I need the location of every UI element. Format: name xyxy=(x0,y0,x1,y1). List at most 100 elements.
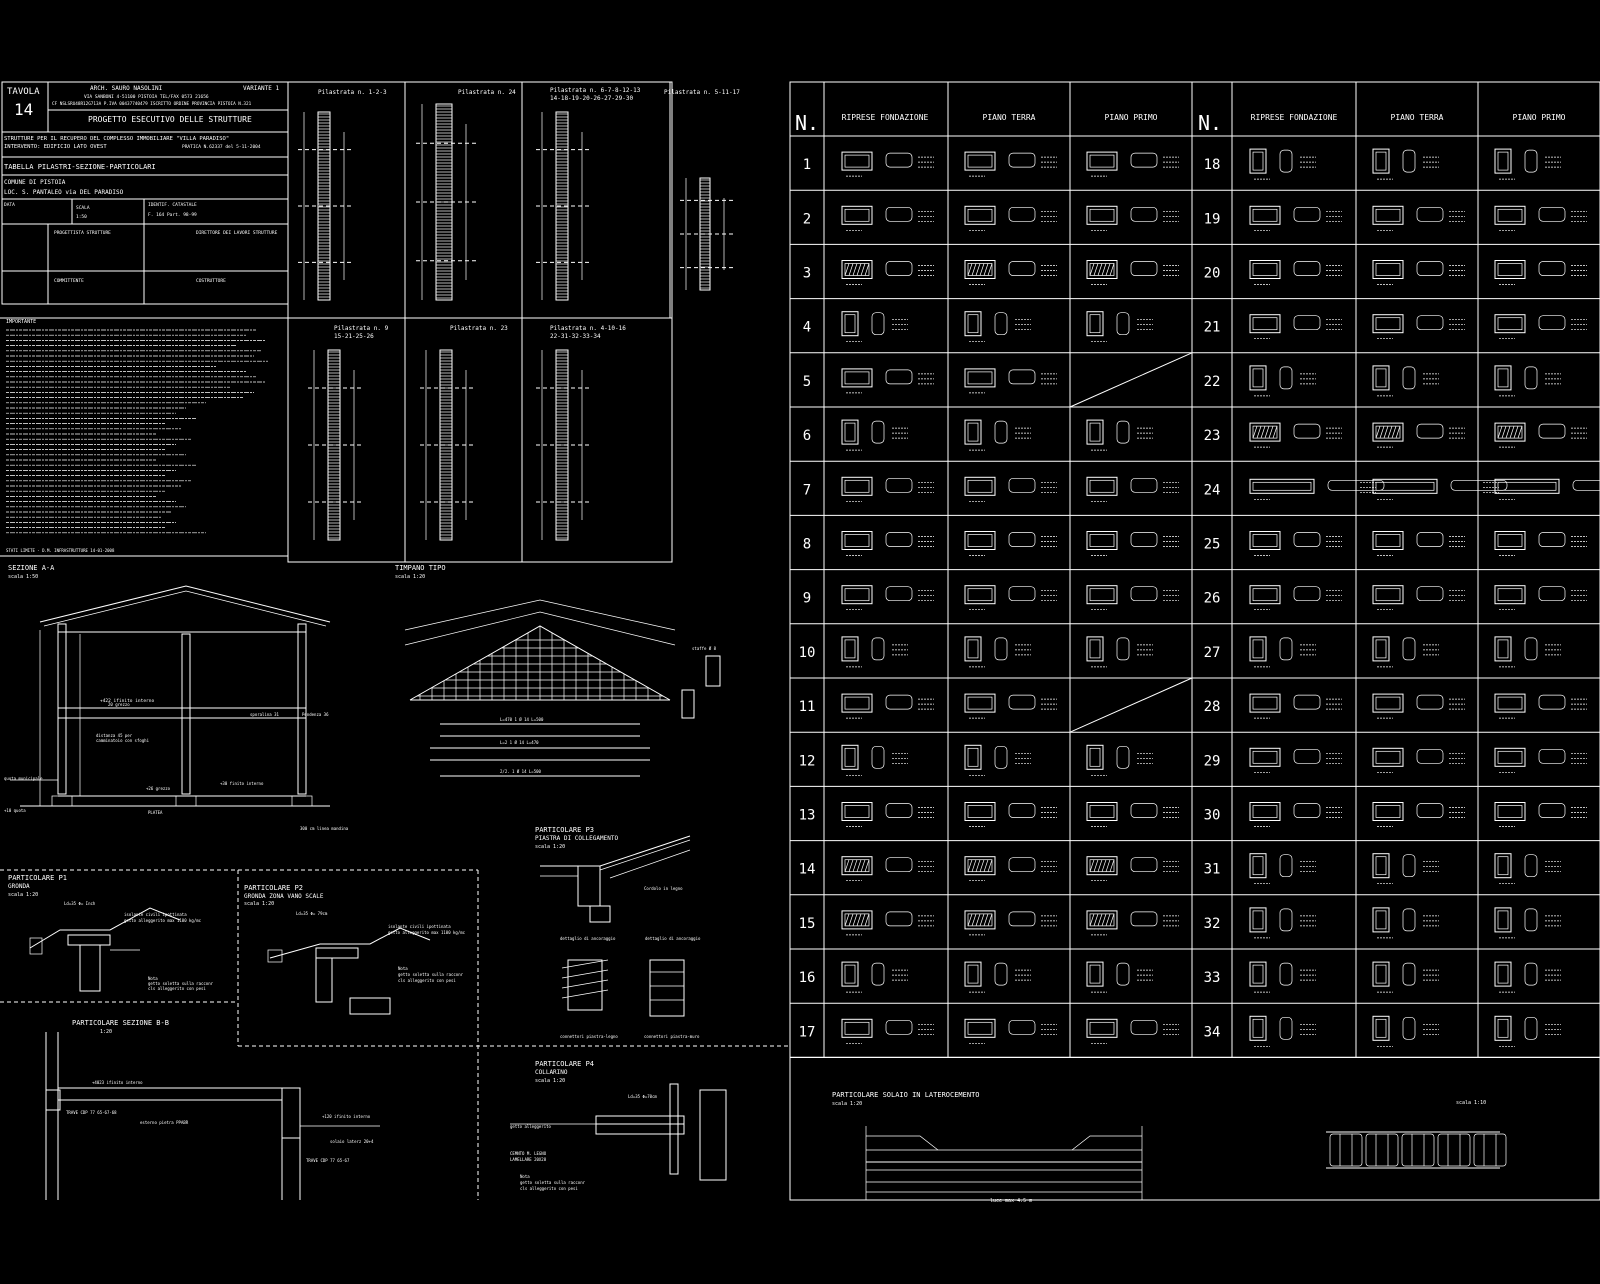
progettista-label: PROGETTISTA STRUTTURE xyxy=(54,230,111,236)
catasto-value: F. 164 Part. 98-99 xyxy=(148,212,197,218)
row-number-right: 24 xyxy=(1204,482,1221,498)
p2-title: PARTICOLARE P2 xyxy=(244,884,303,892)
row-number-right: 30 xyxy=(1204,808,1221,824)
particolare-solaio: PARTICOLARE SOLAIO IN LATEROCEMENTO scal… xyxy=(832,1091,1507,1204)
svg-text:+30 finito interno: +30 finito interno xyxy=(220,781,264,786)
architect-name: ARCH. SAURO NASOLINI xyxy=(90,85,163,92)
row-number-right: 31 xyxy=(1204,862,1221,878)
svg-text:PLATEA: PLATEA xyxy=(148,810,163,815)
row-number-right: 25 xyxy=(1204,537,1221,553)
row-number-right: 20 xyxy=(1204,266,1221,282)
svg-text:connettori piastra-legno: connettori piastra-legno xyxy=(560,1034,618,1039)
col-header-primo-right: PIANO PRIMO xyxy=(1513,113,1566,122)
scala-label: SCALA xyxy=(76,205,90,211)
n-header-right: N. xyxy=(1198,111,1222,135)
p3-title: PARTICOLARE P3 xyxy=(535,826,594,834)
particolare-p3: PARTICOLARE P3 PIASTRA DI COLLEGAMENTO s… xyxy=(535,826,701,1039)
svg-text:getto alleggerito max 1100 kg/: getto alleggerito max 1100 kg/mc xyxy=(124,918,202,923)
p1-subtitle: GRONDA xyxy=(8,883,30,890)
timpano-title: TIMPANO TIPO xyxy=(395,564,446,572)
tavola-label: TAVOLA xyxy=(7,87,40,97)
row-number-right: 27 xyxy=(1204,645,1221,661)
svg-text:cls alleggerito con pesi: cls alleggerito con pesi xyxy=(520,1186,578,1191)
row-number-left: 7 xyxy=(803,482,811,498)
section-aa-title: SEZIONE A-A xyxy=(8,564,55,572)
svg-text:isolante civili ipottinata: isolante civili ipottinata xyxy=(124,912,187,917)
pillar-subtitle-5: 15-21-25-26 xyxy=(334,333,374,340)
comune: COMUNE DI PISTOIA xyxy=(4,179,66,186)
svg-text:esterno pietra PPABR: esterno pietra PPABR xyxy=(140,1120,189,1125)
description-2: INTERVENTO: EDIFICIO LATO OVEST xyxy=(4,144,107,150)
svg-text:getto soletta sulla racconr: getto soletta sulla racconr xyxy=(398,972,464,977)
section-aa-scale: scala 1:50 xyxy=(8,574,38,580)
location: LOC. S. PANTALEO via DEL PARADISO xyxy=(4,189,124,196)
col-header-terra-left: PIANO TERRA xyxy=(983,113,1036,122)
svg-text:L=470 1 Ø 14 L=500: L=470 1 Ø 14 L=500 xyxy=(500,717,544,722)
particolare-sezione-bb: PARTICOLARE SEZIONE B-B 1:20 +4023 ifini… xyxy=(45,1019,380,1200)
row-number-left: 15 xyxy=(799,916,816,932)
project-title: PROGETTO ESECUTIVO DELLE STRUTTURE xyxy=(88,115,252,124)
timpano-drawing: TIMPANO TIPO scala 1:20 L=470 1 Ø 14 L=5… xyxy=(395,564,721,777)
pillar-details-frame xyxy=(0,81,673,563)
row-number-left: 8 xyxy=(803,537,811,553)
committente-label: COMMITTENTE xyxy=(54,278,84,284)
direttore-label: DIRETTORE DEI LAVORI STRUTTURE xyxy=(196,230,278,236)
svg-text:getto alleggerito: getto alleggerito xyxy=(510,1124,552,1129)
svg-text:L=2 1 Ø 14 L=470: L=2 1 Ø 14 L=470 xyxy=(500,740,539,745)
svg-text:2/2. 1 Ø 14 L=500: 2/2. 1 Ø 14 L=500 xyxy=(500,769,542,774)
tavola-number: 14 xyxy=(14,100,33,119)
costruttore-label: COSTRUTTORE xyxy=(196,278,226,284)
notes-footer: STATI LIMITE - D.M. INFRASTRUTTURE 14-01… xyxy=(6,548,115,553)
col-header-riprese-right: RIPRESE FONDAZIONE xyxy=(1251,113,1338,122)
svg-text:dettaglio di ancoraggio: dettaglio di ancoraggio xyxy=(645,936,701,941)
catasto-label: IDENTIF. CATASTALE xyxy=(148,202,197,208)
table-title: TABELLA PILASTRI-SEZIONE-PARTICOLARI xyxy=(4,163,156,171)
sez-bb-title: PARTICOLARE SEZIONE B-B xyxy=(72,1019,169,1027)
row-number-right: 34 xyxy=(1204,1024,1221,1040)
svg-text:getto alleggerito max 1100 kg/: getto alleggerito max 1100 kg/mc xyxy=(388,930,466,935)
row-number-right: 28 xyxy=(1204,699,1221,715)
particolare-p4: PARTICOLARE P4 COLLARINO scala 1:20 Ld=3… xyxy=(510,1060,727,1191)
notes-heading: IMPORTANTE xyxy=(6,319,36,325)
row-number-left: 11 xyxy=(799,699,816,715)
svg-text:+10 quota: +10 quota xyxy=(4,808,26,813)
svg-text:Nota: Nota xyxy=(148,976,158,981)
row-number-left: 9 xyxy=(803,591,811,607)
row-number-left: 13 xyxy=(799,808,816,824)
svg-text:isolante civili ipottinata: isolante civili ipottinata xyxy=(388,924,451,929)
row-number-right: 26 xyxy=(1204,591,1221,607)
row-number-right: 19 xyxy=(1204,211,1221,227)
row-number-left: 10 xyxy=(799,645,816,661)
svg-text:LAMELLARE 20X28: LAMELLARE 20X28 xyxy=(510,1157,547,1162)
particolari-p1-p2: PARTICOLARE P1 GRONDA scala 1:20 Ld=35 Φ… xyxy=(0,869,790,1200)
col-header-primo-left: PIANO PRIMO xyxy=(1105,113,1158,122)
p2-scale: scala 1:20 xyxy=(244,901,274,907)
svg-text:distanza 45 per: distanza 45 per xyxy=(96,733,133,738)
svg-text:+4023 ifinito interno: +4023 ifinito interno xyxy=(92,1080,143,1085)
row-number-left: 14 xyxy=(799,862,816,878)
svg-text:solaio laterz 20+4: solaio laterz 20+4 xyxy=(330,1139,374,1144)
svg-text:+120 ifinito interno: +120 ifinito interno xyxy=(322,1114,371,1119)
data-label: DATA xyxy=(4,202,15,208)
pillar-schedule-table xyxy=(789,81,1600,1201)
row-number-left: 16 xyxy=(799,970,816,986)
svg-text:20 grezzo: 20 grezzo xyxy=(108,702,130,707)
p1-title: PARTICOLARE P1 xyxy=(8,874,67,882)
p3-scale: scala 1:20 xyxy=(535,844,565,850)
svg-text:Ld=35 Φ=70cm: Ld=35 Φ=70cm xyxy=(628,1094,657,1099)
svg-text:300 cm linea mandina: 300 cm linea mandina xyxy=(300,826,349,831)
p3-subtitle: PIASTRA DI COLLEGAMENTO xyxy=(535,835,618,842)
row-number-right: 22 xyxy=(1204,374,1221,390)
svg-text:getto soletta sulla racconr: getto soletta sulla racconr xyxy=(520,1180,586,1185)
sez-bb-scale: 1:20 xyxy=(100,1029,112,1035)
pillar-title-3: Pilastrata n. 6-7-8-12-13 xyxy=(550,87,641,94)
pillar-title-5: Pilastrata n. 9 xyxy=(334,325,389,332)
p4-subtitle: COLLARINO xyxy=(535,1069,568,1076)
p2-subtitle: GRONDA ZONA VANO SCALE xyxy=(244,893,324,900)
svg-text:connettori piastra-muro: connettori piastra-muro xyxy=(644,1034,700,1039)
row-number-left: 5 xyxy=(803,374,811,390)
svg-text:cls alleggerito con pesi: cls alleggerito con pesi xyxy=(398,978,456,983)
description-1: STRUTTURE PER IL RECUPERO DEL COMPLESSO … xyxy=(4,136,229,142)
